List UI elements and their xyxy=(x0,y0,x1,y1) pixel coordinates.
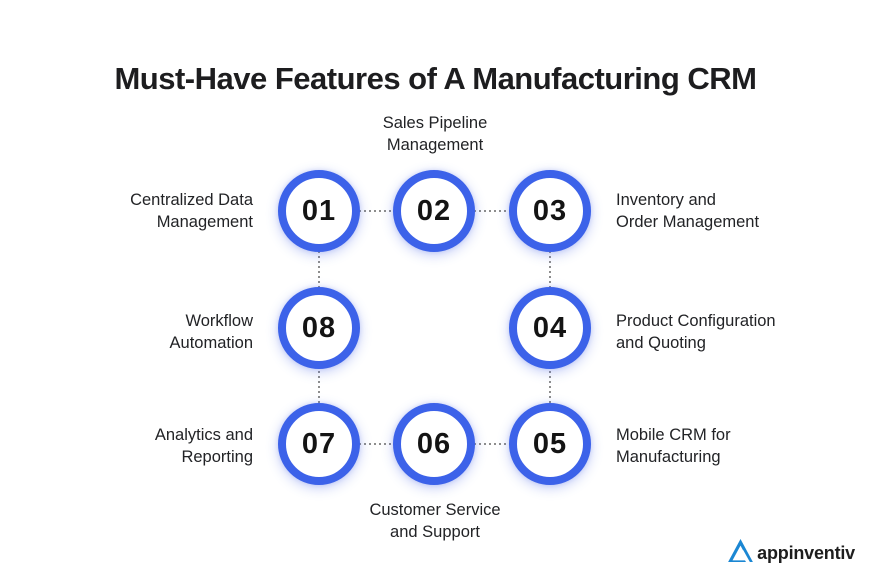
label-line: Manufacturing xyxy=(616,448,721,466)
feature-circle-07: 07 xyxy=(278,403,360,485)
feature-label-workflow-automation: Workflow Automation xyxy=(170,310,253,354)
feature-circle-06: 06 xyxy=(393,403,475,485)
feature-label-sales-pipeline-management: Sales Pipeline Management xyxy=(335,112,535,156)
feature-label-inventory-and-order-management: Inventory and Order Management xyxy=(616,189,759,233)
feature-label-product-configuration-and-quoting: Product Configuration and Quoting xyxy=(616,310,776,354)
label-line: Customer Service xyxy=(369,501,501,519)
page-title: Must-Have Features of A Manufacturing CR… xyxy=(114,60,757,96)
feature-number-01: 01 xyxy=(301,194,337,227)
label-line: Workflow xyxy=(185,312,253,330)
label-line: Product Configuration xyxy=(616,312,776,330)
label-line: Inventory and xyxy=(616,191,716,209)
label-line: Management xyxy=(386,136,484,154)
label-line: Analytics and xyxy=(154,426,253,444)
feature-circle-05: 05 xyxy=(509,403,591,485)
label-line: Sales Pipeline xyxy=(382,114,488,132)
label-line: and Support xyxy=(390,523,480,541)
feature-number-07: 07 xyxy=(301,427,337,460)
feature-number-06: 06 xyxy=(416,427,452,460)
feature-label-centralized-data-management: Centralized Data Management xyxy=(130,189,253,233)
label-line: Centralized Data xyxy=(130,191,253,209)
feature-label-mobile-crm-for-manufacturing: Mobile CRM for Manufacturing xyxy=(616,424,731,468)
feature-number-05: 05 xyxy=(532,427,568,460)
feature-number-08: 08 xyxy=(301,311,337,344)
feature-circle-08: 08 xyxy=(278,287,360,369)
label-line: Order Management xyxy=(616,213,760,231)
feature-circle-01: 01 xyxy=(278,170,360,252)
label-line: Reporting xyxy=(181,448,253,466)
feature-number-03: 03 xyxy=(532,194,568,227)
label-line: Mobile CRM for xyxy=(616,426,731,444)
brand-logo: appinventiv xyxy=(728,539,855,567)
feature-number-02: 02 xyxy=(416,194,452,227)
label-line: Management xyxy=(156,213,253,231)
feature-circle-02: 02 xyxy=(393,170,475,252)
appinventiv-triangle-icon xyxy=(728,539,754,567)
label-line: Automation xyxy=(169,334,253,352)
feature-circle-04: 04 xyxy=(509,287,591,369)
feature-label-analytics-and-reporting: Analytics and Reporting xyxy=(155,424,253,468)
brand-logo-text: appinventiv xyxy=(757,542,855,563)
feature-number-04: 04 xyxy=(532,311,568,344)
label-line: and Quoting xyxy=(616,334,706,352)
feature-circle-03: 03 xyxy=(509,170,591,252)
feature-label-customer-service-and-support: Customer Service and Support xyxy=(335,499,535,543)
